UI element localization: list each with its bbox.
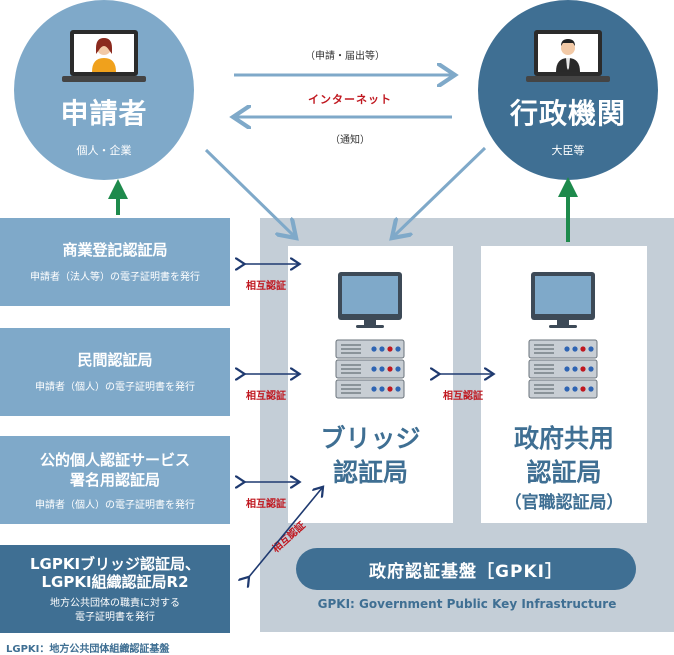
lgpki-ca-title-line2: LGPKI組織認証局R2 — [41, 573, 189, 591]
government-subtitle: 大臣等 — [551, 144, 585, 157]
bridge-ca-name-line1: ブリッジ — [320, 424, 421, 453]
private-ca-title: 民間認証局 — [77, 351, 153, 369]
gov-ca-name: 政府共用 認証局 — [481, 422, 647, 490]
gov-ca-name-line1: 政府共用 — [513, 424, 614, 453]
applicant-node: 申請者 個人・企業 — [14, 0, 194, 180]
mutual-arrow-lgpki — [248, 488, 322, 578]
gov-server-icon — [528, 272, 598, 399]
mutual-cert-label-2: 相互認証 — [246, 391, 286, 402]
gov-ca-name-line2: 認証局 — [526, 458, 602, 487]
bridge-ca-name: ブリッジ 認証局 — [288, 422, 453, 490]
bridge-ca-name-line2: 認証局 — [332, 458, 408, 487]
mutual-cert-label-1: 相互認証 — [246, 281, 286, 292]
lgpki-ca-desc-line1: 地方公共団体の職責に対する — [50, 598, 180, 609]
lgpki-footnote: LGPKI：地方公共団体組織認証基盤 — [6, 644, 170, 655]
bridge-server-icon — [335, 272, 405, 399]
notice-label: （通知） — [330, 135, 370, 146]
government-title: 行政機関 — [509, 97, 626, 130]
private-ca: 民間認証局 申請者（個人）の電子証明書を発行 — [0, 328, 230, 416]
gpki-english: GPKI: Government Public Key Infrastructu… — [317, 597, 617, 611]
commercial-registry-ca: 商業登記認証局 申請者（法人等）の電子証明書を発行 — [0, 218, 230, 306]
jpki-signature-ca: 公的個人認証サービス 署名用認証局 申請者（個人）の電子証明書を発行 — [0, 436, 230, 524]
internet-label: インターネット — [308, 93, 392, 106]
applicant-title: 申請者 — [60, 97, 148, 130]
lgpki-ca-title-line1: LGPKIブリッジ認証局、 — [29, 555, 201, 573]
government-node: 行政機関 大臣等 — [478, 0, 658, 180]
lgpki-ca-desc-line2: 電子証明書を発行 — [75, 612, 155, 623]
arrow-applicant-to-bridge — [204, 148, 294, 236]
jpki-ca-title-line1: 公的個人認証サービス — [39, 451, 190, 469]
jpki-ca-desc: 申請者（個人）の電子証明書を発行 — [35, 500, 195, 511]
mutual-cert-label-bridge-gov: 相互認証 — [443, 391, 483, 402]
jpki-ca-title-line2: 署名用認証局 — [69, 471, 160, 489]
commercial-registry-ca-desc: 申請者（法人等）の電子証明書を発行 — [30, 272, 200, 283]
arrow-gov-to-bridge — [394, 146, 487, 236]
request-label: （申請・届出等） — [305, 51, 385, 62]
applicant-subtitle: 個人・企業 — [76, 144, 132, 157]
applicant-laptop-icon — [62, 30, 146, 82]
government-laptop-icon — [526, 30, 610, 82]
commercial-registry-ca-title: 商業登記認証局 — [62, 241, 168, 259]
gov-ca-note: （官職認証局） — [504, 493, 624, 513]
gpki-label: 政府認証基盤［GPKI］ — [296, 548, 636, 590]
lgpki-ca: LGPKIブリッジ認証局、 LGPKI組織認証局R2 地方公共団体の職責に対する… — [0, 545, 230, 633]
private-ca-desc: 申請者（個人）の電子証明書を発行 — [35, 382, 195, 393]
